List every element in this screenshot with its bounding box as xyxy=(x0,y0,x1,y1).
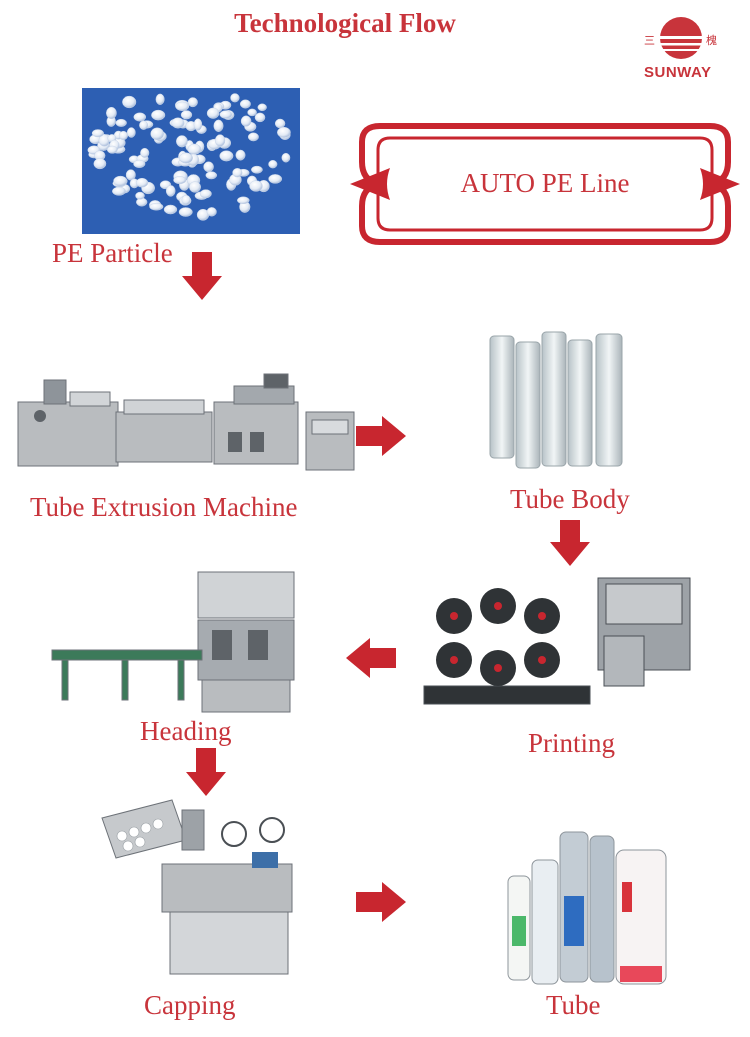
arrow-down-icon xyxy=(182,252,222,300)
logo-cjk-right: 槐 xyxy=(706,34,717,47)
arrow-down-icon xyxy=(550,520,590,566)
sunway-logo: 三 槐 SUNWAY xyxy=(640,14,722,84)
logo-cjk-left: 三 xyxy=(644,34,655,47)
tube-extrusion-machine-image xyxy=(14,372,360,476)
arrow-right-icon xyxy=(356,882,406,922)
heading-machine-image xyxy=(51,570,302,716)
capping-machine-image xyxy=(101,799,298,980)
logo-sun-icon xyxy=(658,17,704,59)
arrow-down-icon xyxy=(186,748,226,796)
tube-body-label: Tube Body xyxy=(510,484,630,514)
arrow-left-icon xyxy=(346,638,396,678)
tube-body-image xyxy=(484,328,638,472)
capping-label: Capping xyxy=(144,990,236,1020)
tube-label: Tube xyxy=(546,990,601,1020)
printing-machine-image xyxy=(418,576,694,718)
pe-particle-label: PE Particle xyxy=(52,238,173,268)
printing-label: Printing xyxy=(528,728,616,758)
pe-particle-image xyxy=(82,88,300,234)
page-title: Technological Flow xyxy=(234,8,456,38)
heading-label: Heading xyxy=(140,716,232,746)
arrow-right-icon xyxy=(356,416,406,456)
tube-extrusion-machine-label: Tube Extrusion Machine xyxy=(30,492,298,522)
tube-product-image xyxy=(504,826,674,990)
logo-name: SUNWAY xyxy=(644,64,712,81)
banner-text: AUTO PE Line xyxy=(460,168,630,198)
auto-pe-line-banner: AUTO PE Line xyxy=(350,118,740,250)
